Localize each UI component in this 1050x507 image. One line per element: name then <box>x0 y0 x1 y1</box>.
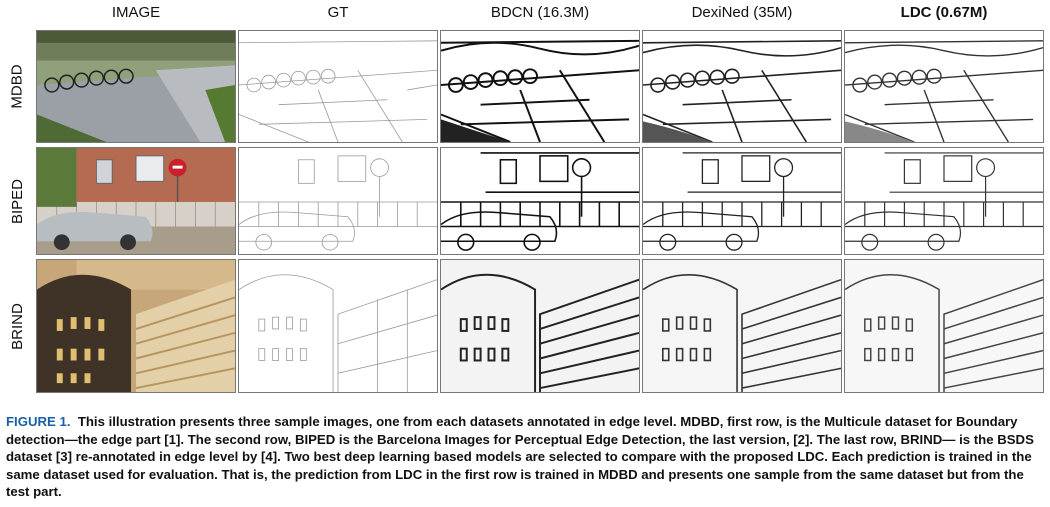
biped-image <box>36 147 236 255</box>
column-header-bdcn: BDCN (16.3M) <box>490 4 590 21</box>
biped-ldc <box>844 147 1044 255</box>
row-label-mdbd: MDBD <box>8 64 26 109</box>
mdbd-ldc <box>844 30 1044 143</box>
brind-gt <box>238 259 438 393</box>
caption-text: This illustration presents three sample … <box>6 414 1034 500</box>
biped-bdcn <box>440 147 640 255</box>
column-header-dexined: DexiNed (35M) <box>691 4 793 21</box>
row-label-brind: BRIND <box>8 302 26 350</box>
mdbd-gt <box>238 30 438 143</box>
figure-label: FIGURE 1. <box>6 414 71 429</box>
brind-ldc <box>844 259 1044 393</box>
row-label-biped: BIPED <box>8 178 26 224</box>
figure-caption: FIGURE 1. This illustration presents thr… <box>6 413 1044 501</box>
column-header-image: IMAGE <box>111 4 161 21</box>
brind-image <box>36 259 236 393</box>
column-header-gt: GT <box>327 4 349 21</box>
mdbd-dexined <box>642 30 842 143</box>
biped-dexined <box>642 147 842 255</box>
brind-bdcn <box>440 259 640 393</box>
mdbd-bdcn <box>440 30 640 143</box>
column-header-ldc: LDC (0.67M) <box>900 4 988 21</box>
mdbd-image <box>36 30 236 143</box>
brind-dexined <box>642 259 842 393</box>
biped-gt <box>238 147 438 255</box>
